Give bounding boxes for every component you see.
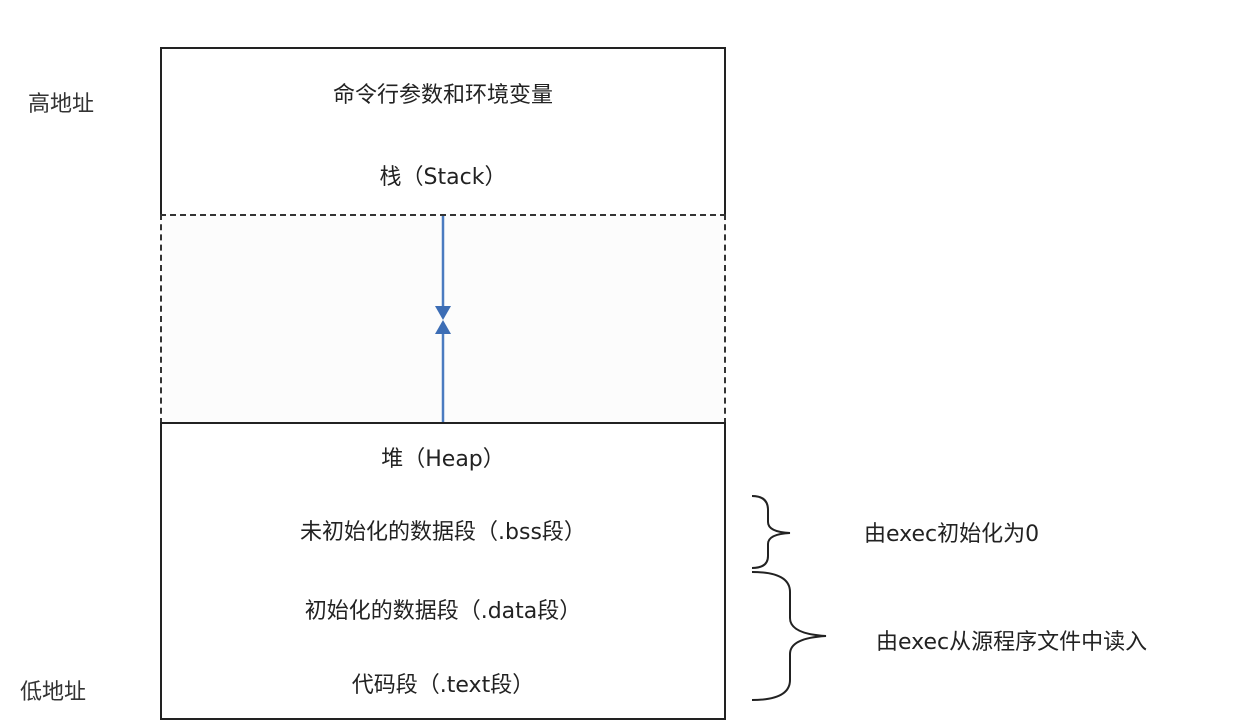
segment-bss: 未初始化的数据段（.bss段） [160, 490, 726, 572]
segment-heap-label: 堆（Heap） [381, 447, 505, 472]
segment-stack: 栈（Stack） [160, 136, 726, 216]
segment-heap: 堆（Heap） [160, 422, 726, 492]
bss-brace-icon [751, 495, 791, 569]
segment-data-label: 初始化的数据段（.data段） [304, 599, 582, 624]
segment-bss-label: 未初始化的数据段（.bss段） [300, 520, 586, 545]
segment-data: 初始化的数据段（.data段） [160, 570, 726, 650]
segment-text: 代码段（.text段） [160, 648, 726, 720]
high-address-label: 高地址 [28, 92, 95, 117]
low-address-label: 低地址 [20, 680, 87, 705]
read-from-file-note: 由exec从源程序文件中读入 [876, 630, 1148, 655]
bss-init-note: 由exec初始化为0 [864, 522, 1040, 547]
free-space-region [160, 214, 726, 424]
data-text-brace-icon [751, 571, 827, 701]
segment-cmdline-env-label: 命令行参数和环境变量 [332, 82, 553, 108]
segment-stack-label: 栈（Stack） [379, 165, 507, 190]
segment-text-label: 代码段（.text段） [351, 673, 535, 698]
segment-cmdline-env: 命令行参数和环境变量 [160, 47, 726, 138]
